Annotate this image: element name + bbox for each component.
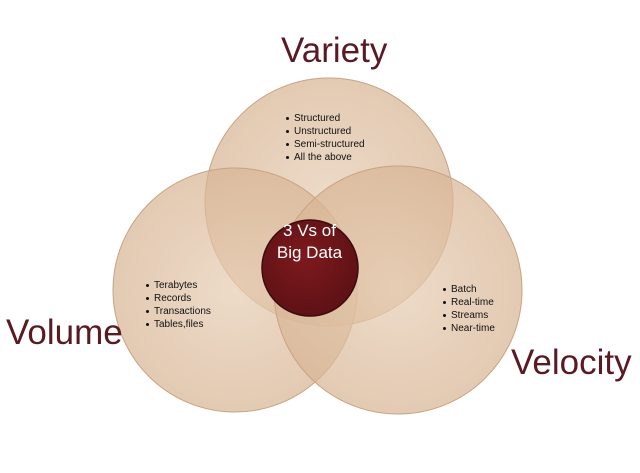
list-item: Terabytes bbox=[145, 279, 211, 292]
list-item: All the above bbox=[285, 151, 365, 164]
variety-items: Structured Unstructured Semi-structured … bbox=[285, 112, 365, 164]
list-item: Records bbox=[145, 292, 211, 305]
list-item: Structured bbox=[285, 112, 365, 125]
center-label: 3 Vs of Big Data bbox=[262, 220, 357, 264]
list-item: Semi-structured bbox=[285, 138, 365, 151]
list-item: Real-time bbox=[442, 296, 495, 309]
variety-title: Variety bbox=[281, 31, 388, 70]
center-label-line-2: Big Data bbox=[276, 243, 343, 262]
list-item: Unstructured bbox=[285, 125, 365, 138]
center-circle bbox=[261, 219, 359, 317]
list-item: Tables,files bbox=[145, 318, 211, 331]
list-item: Streams bbox=[442, 309, 495, 322]
volume-title: Volume bbox=[6, 313, 123, 352]
list-item: Transactions bbox=[145, 305, 211, 318]
volume-items: Terabytes Records Transactions Tables,fi… bbox=[145, 279, 211, 331]
list-item: Near-time bbox=[442, 322, 495, 335]
center-label-line-1: 3 Vs of bbox=[283, 221, 336, 240]
velocity-items: Batch Real-time Streams Near-time bbox=[442, 283, 495, 335]
list-item: Batch bbox=[442, 283, 495, 296]
velocity-title: Velocity bbox=[511, 343, 632, 382]
